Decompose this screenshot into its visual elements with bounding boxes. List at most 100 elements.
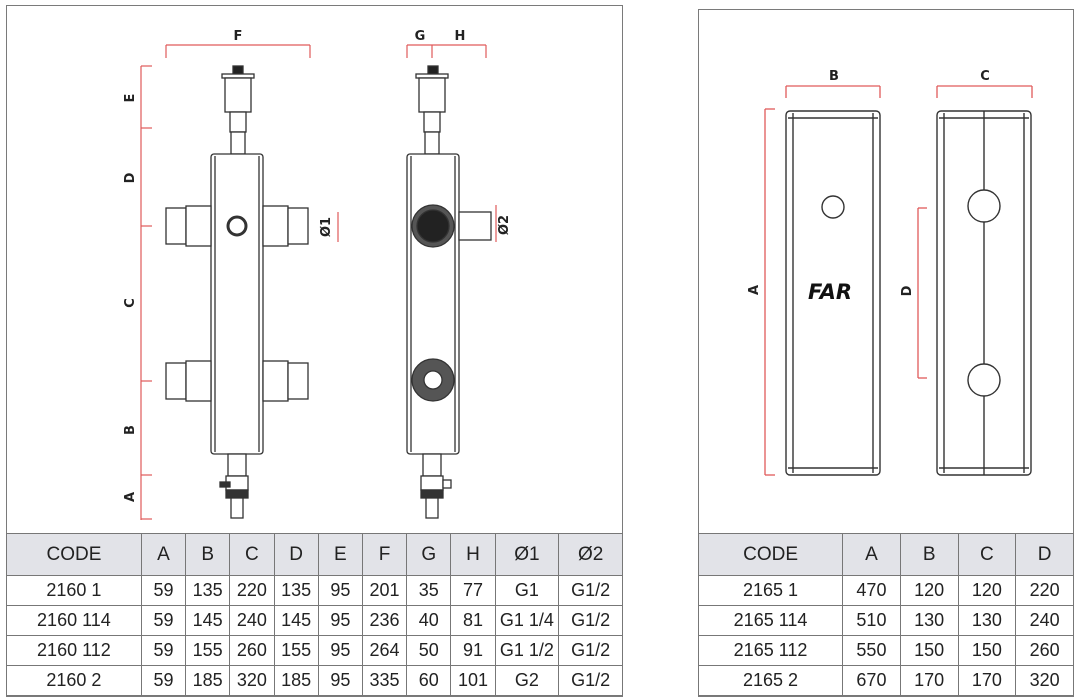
dimension-cell: 260 [1015, 635, 1074, 666]
dim-label-d1: Ø1 [319, 217, 334, 237]
dim-label-F: F [234, 29, 243, 44]
dimension-cell: 510 [842, 605, 901, 636]
dimension-cell: G2 [494, 665, 560, 696]
product-code-cell: 2160 1 [6, 575, 142, 606]
far-logo: FAR [808, 280, 852, 304]
dimension-cell: 145 [185, 605, 231, 636]
dimension-cell: 60 [406, 665, 452, 696]
col-header: A [842, 533, 901, 576]
dim-label-B: B [123, 425, 138, 435]
dimension-cell: 77 [450, 575, 496, 606]
dimension-lines-left [140, 44, 497, 520]
dimension-cell: 40 [406, 605, 452, 636]
dimension-cell: 59 [140, 635, 187, 666]
separator-side-view [406, 65, 492, 519]
dimension-cell: 170 [957, 665, 1017, 696]
product-code-cell: 2160 2 [6, 665, 142, 696]
dimension-cell: G1/2 [558, 605, 623, 636]
dim-label-C-right: C [980, 69, 990, 84]
col-header: CODE [6, 533, 142, 576]
dim-label-H: H [455, 29, 466, 44]
product-code-cell: 2165 2 [697, 665, 844, 696]
dimension-cell: 264 [361, 635, 408, 666]
dimension-cell: 135 [185, 575, 231, 606]
dimension-cell: 120 [899, 575, 959, 606]
product-code-cell: 2165 1 [697, 575, 844, 606]
dimension-cell: 59 [140, 575, 187, 606]
dim-label-G: G [415, 29, 426, 44]
dimension-cell: 185 [273, 665, 319, 696]
col-header: D [1015, 533, 1074, 576]
col-header: A [140, 533, 187, 576]
col-header: Ø2 [558, 533, 623, 576]
col-header: H [450, 533, 496, 576]
dimension-cell: 155 [273, 635, 319, 666]
dimension-cell: 670 [842, 665, 901, 696]
dimension-cell: 260 [229, 635, 275, 666]
dim-label-A: A [123, 492, 138, 502]
dimension-cell: 320 [229, 665, 275, 696]
dimension-cell: 101 [450, 665, 496, 696]
product-code-cell: 2165 114 [697, 605, 844, 636]
dimension-cell: 236 [361, 605, 408, 636]
dimension-cell: 320 [1015, 665, 1074, 696]
col-header: CODE [697, 533, 844, 576]
dim-label-B-right: B [829, 69, 839, 84]
dim-label-E: E [123, 94, 138, 103]
dimension-cell: 470 [842, 575, 901, 606]
col-header: F [361, 533, 408, 576]
dimension-cell: 59 [140, 665, 187, 696]
dimension-cell: 170 [899, 665, 959, 696]
separator-front-view [165, 65, 309, 519]
col-header: D [273, 533, 319, 576]
col-header: B [899, 533, 959, 576]
dimension-cell: 50 [406, 635, 452, 666]
col-header: C [957, 533, 1017, 576]
dimension-cell: 150 [899, 635, 959, 666]
dimension-cell: 95 [317, 635, 363, 666]
dimension-cell: 95 [317, 605, 363, 636]
dimension-cell: 95 [317, 665, 363, 696]
dim-label-D: D [123, 172, 138, 183]
col-header: E [317, 533, 363, 576]
dimension-cell: 201 [361, 575, 408, 606]
dimension-cell: G1/2 [558, 665, 623, 696]
shell-side-view [936, 110, 1032, 476]
col-header: G [406, 533, 452, 576]
dimension-cell: 95 [317, 575, 363, 606]
dimension-cell: 35 [406, 575, 452, 606]
dimension-cell: 130 [899, 605, 959, 636]
dimension-lines-right [764, 85, 1033, 476]
shell-front-view [785, 110, 881, 476]
dim-label-D-right: D [900, 285, 915, 296]
dimension-cell: 240 [229, 605, 275, 636]
dim-label-C: C [123, 298, 138, 308]
dimension-cell: 220 [229, 575, 275, 606]
dimension-cell: 220 [1015, 575, 1074, 606]
dimension-cell: G1 1/2 [494, 635, 560, 666]
dimension-cell: G1/2 [558, 635, 623, 666]
dim-label-d2: Ø2 [497, 215, 512, 235]
dimension-cell: 135 [273, 575, 319, 606]
dim-label-A-right: A [747, 285, 762, 295]
dimension-cell: G1 [494, 575, 560, 606]
dimension-cell: 155 [185, 635, 231, 666]
dimension-cell: 150 [957, 635, 1017, 666]
dimension-cell: 59 [140, 605, 187, 636]
col-header: Ø1 [494, 533, 560, 576]
table-header-row: CODE A B C D [697, 533, 1074, 576]
dimension-cell: G1/2 [558, 575, 623, 606]
dimension-cell: G1 1/4 [494, 605, 560, 636]
table-header-row: CODE A B C D E F G H Ø1 Ø2 [6, 533, 623, 576]
dimension-cell: 120 [957, 575, 1017, 606]
